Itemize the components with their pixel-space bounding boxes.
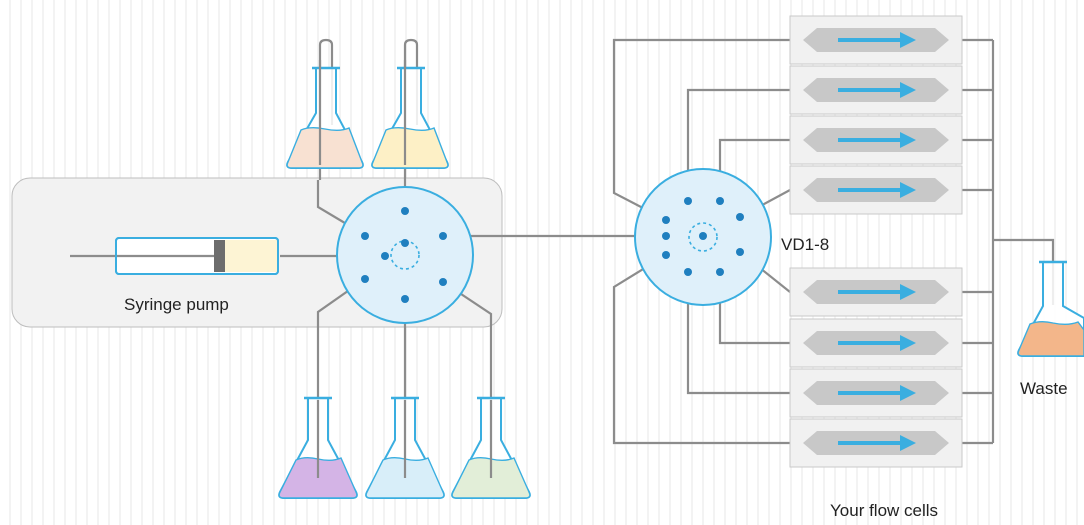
flow-cell xyxy=(789,65,963,115)
valve-port xyxy=(439,278,447,286)
reservoir-flask-top-right xyxy=(371,60,449,169)
valve-port xyxy=(401,295,409,303)
waste-label: Waste xyxy=(1020,379,1068,398)
valve-port xyxy=(662,216,670,224)
flow-cell xyxy=(789,418,963,468)
flow-cells-label: Your flow cells xyxy=(830,501,938,520)
flow-cells xyxy=(789,15,963,468)
flow-cell xyxy=(789,318,963,368)
reservoir-flask-bottom-right xyxy=(451,396,531,499)
flow-cell xyxy=(789,15,963,65)
flow-cell xyxy=(789,368,963,418)
flow-cell xyxy=(789,165,963,215)
valve-center-port xyxy=(381,252,389,260)
valve-port xyxy=(662,251,670,259)
distribution-valve[interactable] xyxy=(634,168,772,306)
valve-port xyxy=(736,248,744,256)
valve-port xyxy=(716,197,724,205)
valve-port xyxy=(736,213,744,221)
reservoir-flask-bottom-left xyxy=(278,396,358,499)
flow-cell xyxy=(789,267,963,317)
syringe-pump-label: Syringe pump xyxy=(124,295,229,314)
valve-port xyxy=(716,268,724,276)
valve-port xyxy=(439,232,447,240)
distribution-valve-label: VD1-8 xyxy=(781,235,829,254)
valve-port xyxy=(361,275,369,283)
valve-port xyxy=(361,232,369,240)
syringe xyxy=(70,237,279,275)
valve-port xyxy=(684,268,692,276)
flow-cell xyxy=(789,115,963,165)
left-selection-valve[interactable] xyxy=(336,186,474,324)
valve-center xyxy=(401,239,409,247)
reservoir-flask-bottom-middle xyxy=(365,396,445,499)
valve-port xyxy=(662,232,670,240)
waste-flask xyxy=(1017,260,1084,357)
reservoir-flask-top-left xyxy=(286,60,364,169)
valve-port xyxy=(684,197,692,205)
valve-center xyxy=(699,232,707,240)
valve-port xyxy=(401,207,409,215)
